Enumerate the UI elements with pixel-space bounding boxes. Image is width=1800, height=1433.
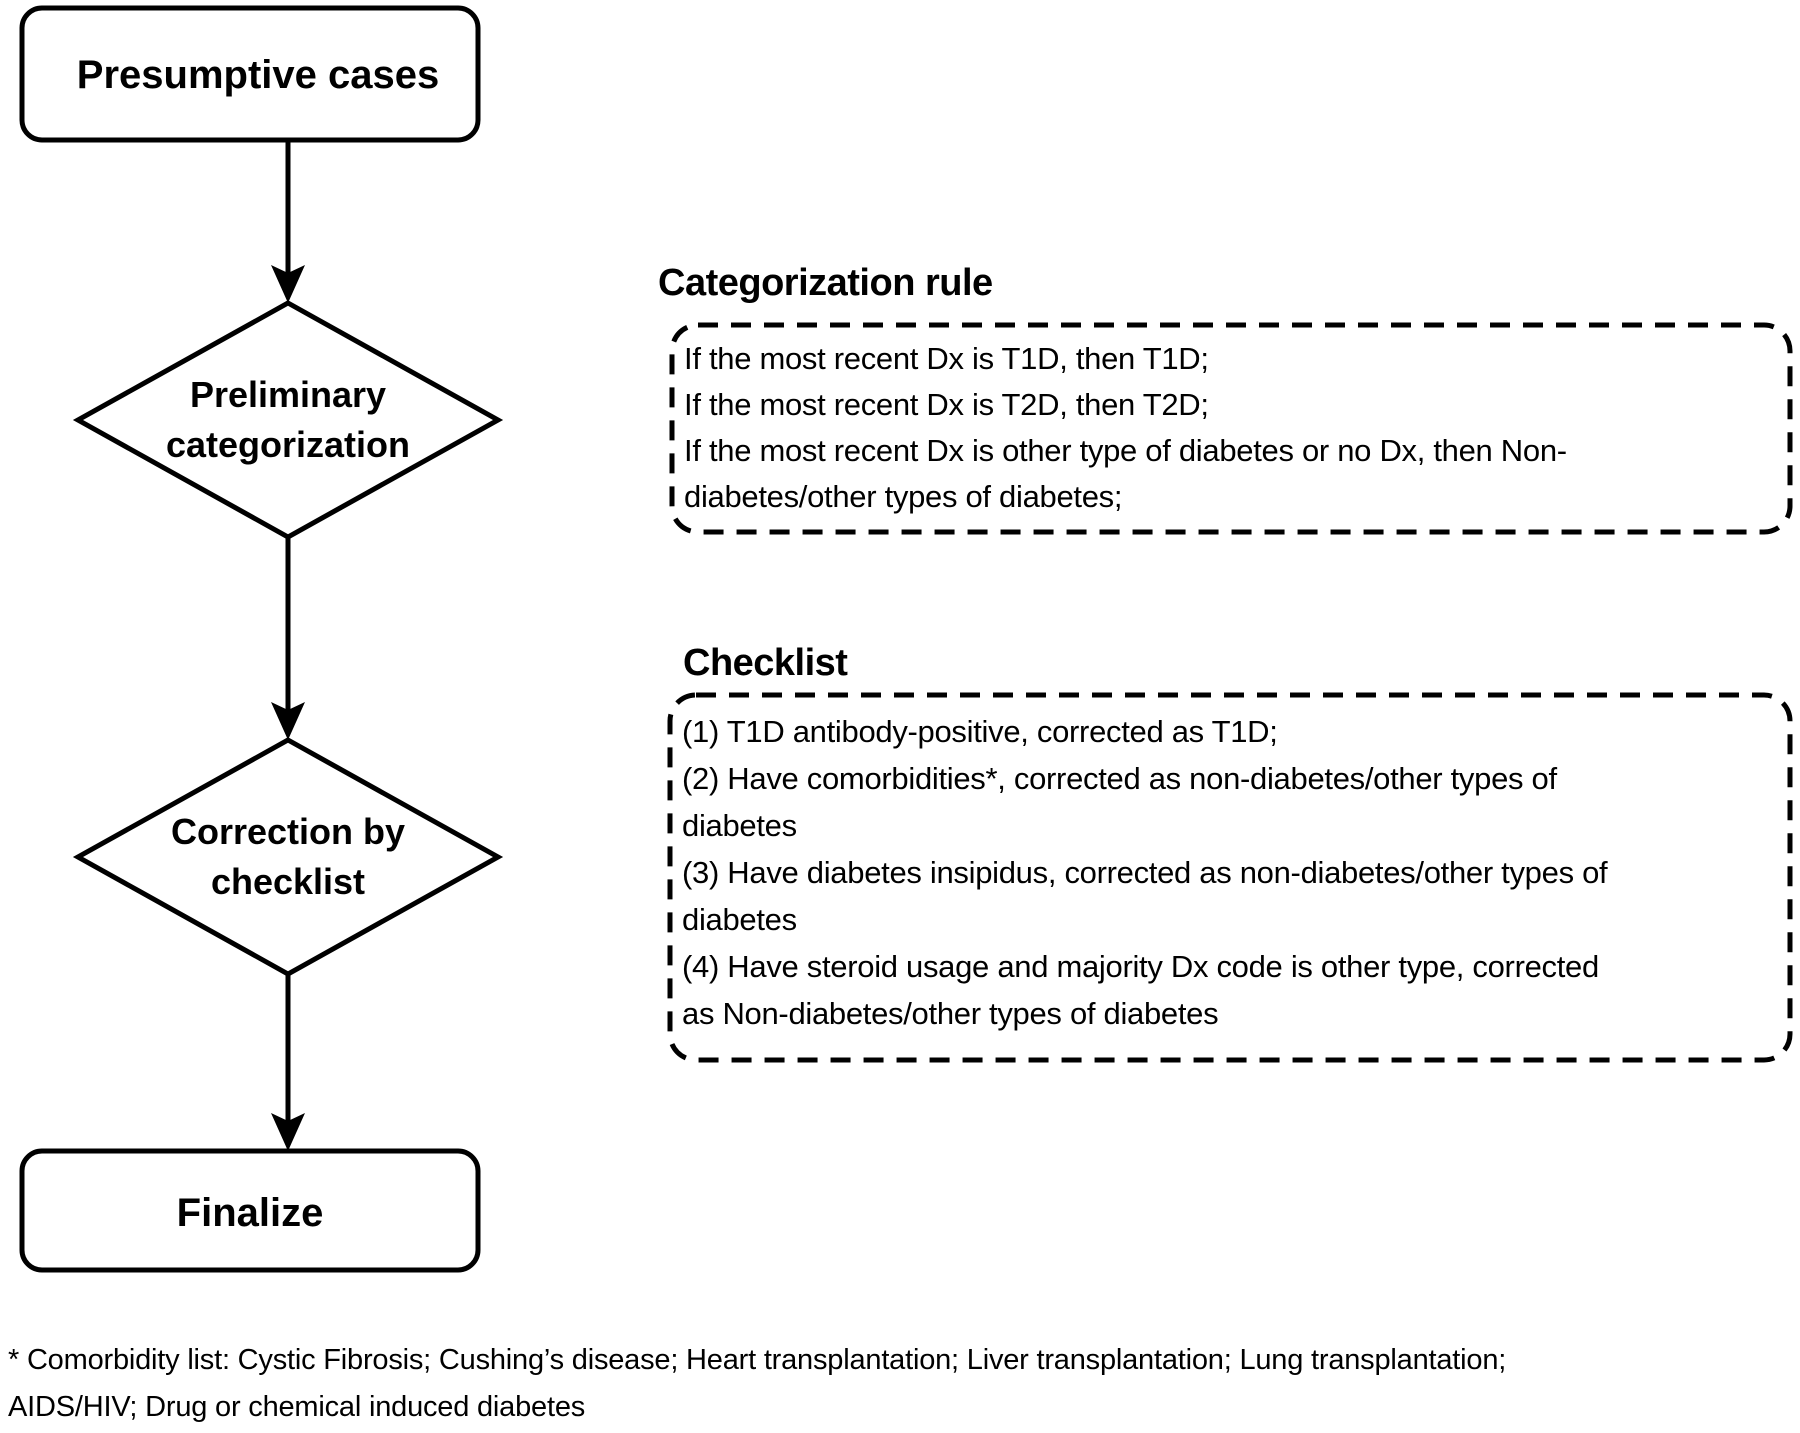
checklist-title: Checklist — [683, 642, 848, 684]
start-node-label: Presumptive cases — [77, 53, 439, 97]
decision2-label-line2: checklist — [211, 861, 365, 902]
categorization-rule-text: If the most recent Dx is T1D, then T1D; … — [684, 341, 1567, 514]
decision2-diamond — [72, 737, 504, 977]
flow-arrow-1-head — [271, 265, 305, 303]
decision1-diamond — [72, 300, 504, 540]
flow-arrow-2-head — [271, 702, 305, 740]
decision1-label-line2: categorization — [166, 424, 410, 465]
checklist-text: (1) T1D antibody-positive, corrected as … — [682, 714, 1608, 1031]
end-node-label: Finalize — [177, 1191, 324, 1235]
categorization-rule-dashed-box — [669, 322, 1793, 535]
checklist-dashed-box — [667, 692, 1793, 1063]
categorization-rule-title: Categorization rule — [658, 262, 993, 304]
comorbidity-footnote: * Comorbidity list: Cystic Fibrosis; Cus… — [8, 1344, 1507, 1423]
decision2-label-line1: Correction by — [171, 811, 405, 852]
start-node-box — [19, 5, 481, 143]
flow-arrow-3-head — [271, 1113, 305, 1151]
decision1-label-line1: Preliminary — [190, 374, 386, 415]
end-node-box — [19, 1148, 481, 1273]
